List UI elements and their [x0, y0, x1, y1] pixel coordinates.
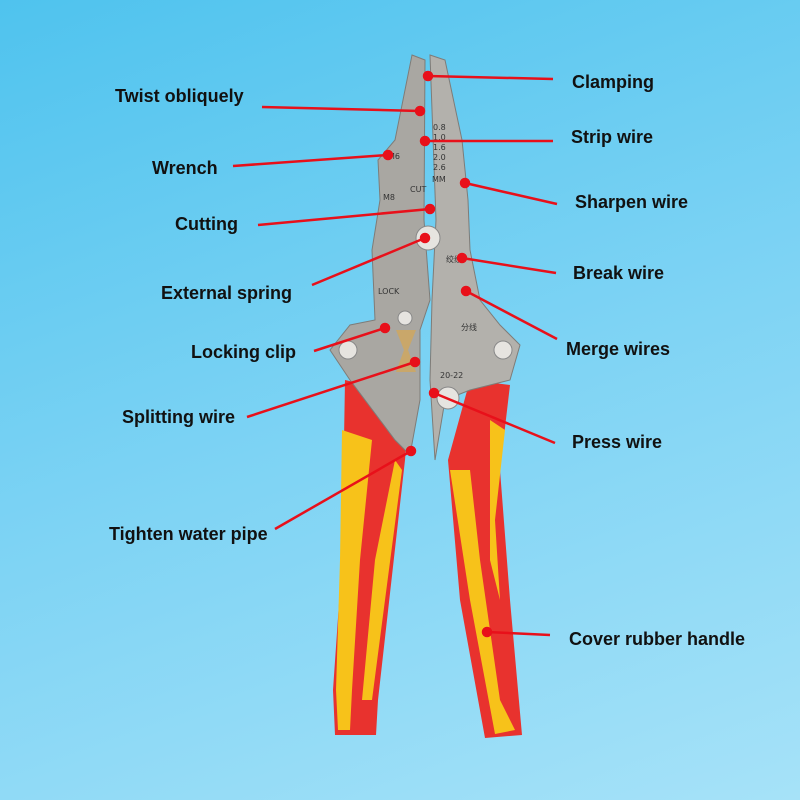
label-merge-wires: Merge wires	[566, 339, 671, 359]
label-strip-wire: Strip wire	[571, 127, 654, 147]
leader-lines	[232, 70, 558, 638]
svg-text:CUT: CUT	[410, 185, 426, 194]
right-handle	[448, 380, 522, 738]
label-cover-rubber-handle: Cover rubber handle	[569, 629, 746, 649]
svg-text:M6: M6	[388, 152, 400, 161]
label-break-wire: Break wire	[573, 263, 665, 283]
svg-text:1.6: 1.6	[433, 143, 446, 152]
svg-text:20-22: 20-22	[440, 371, 463, 380]
svg-text:M8: M8	[383, 193, 395, 202]
label-wrench: Wrench	[152, 158, 218, 178]
svg-text:2.6: 2.6	[433, 163, 446, 172]
label-cutting: Cutting	[175, 214, 238, 234]
label-sharpen-wire: Sharpen wire	[575, 192, 689, 212]
label-press-wire: Press wire	[572, 432, 663, 452]
svg-text:分线: 分线	[461, 322, 477, 332]
pliers-head: 0.8 1.0 1.6 2.0 2.6 MM M6 M8 CUT LOCK 绞线…	[329, 54, 521, 461]
label-locking-clip: Locking clip	[191, 342, 297, 362]
label-external-spring: External spring	[161, 283, 293, 303]
svg-text:1.0: 1.0	[433, 133, 446, 142]
label-tighten-water-pipe: Tighten water pipe	[109, 524, 268, 544]
left-handle	[333, 380, 410, 735]
svg-text:2.0: 2.0	[433, 153, 446, 162]
svg-text:LOCK: LOCK	[378, 287, 400, 296]
label-splitting-wire: Splitting wire	[122, 407, 236, 427]
label-twist-obliquely: Twist obliquely	[115, 86, 244, 106]
label-clamping: Clamping	[572, 72, 655, 92]
svg-text:绞线: 绞线	[446, 254, 462, 264]
svg-text:0.8: 0.8	[433, 123, 446, 132]
svg-text:MM: MM	[432, 175, 446, 184]
